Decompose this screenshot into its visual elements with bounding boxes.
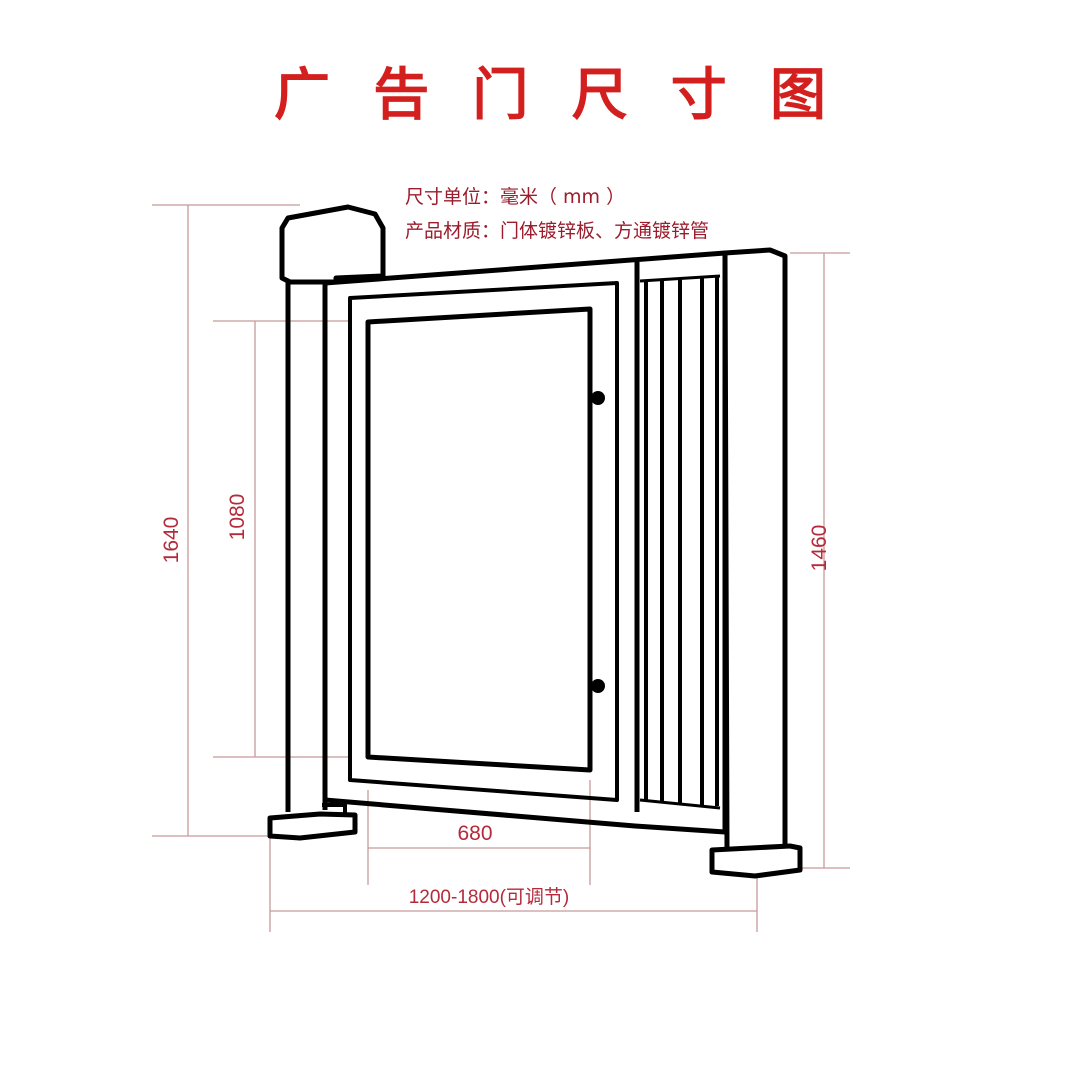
dim-overall-width: 1200-1800(可调节) <box>409 886 570 908</box>
material-note: 产品材质：门体镀锌板、方通镀锌管 <box>405 220 710 242</box>
gate-outline <box>267 204 803 879</box>
title-char: 尺 <box>571 63 628 128</box>
unit-note: 尺寸单位：毫米（ mm ） <box>405 186 626 208</box>
dim-panel-width: 680 <box>457 822 492 845</box>
dim-panel-height: 1080 <box>226 494 249 541</box>
title-char: 告 <box>373 63 430 128</box>
diagram-title: 广 告 门 尺 寸 图 <box>270 50 830 131</box>
dim-right-post-height: 1460 <box>808 525 831 572</box>
title-char: 图 <box>769 63 826 128</box>
title-char: 广 <box>274 63 330 128</box>
dim-total-height: 1640 <box>160 517 183 564</box>
title-char: 门 <box>472 63 529 128</box>
title-char: 寸 <box>670 63 727 128</box>
